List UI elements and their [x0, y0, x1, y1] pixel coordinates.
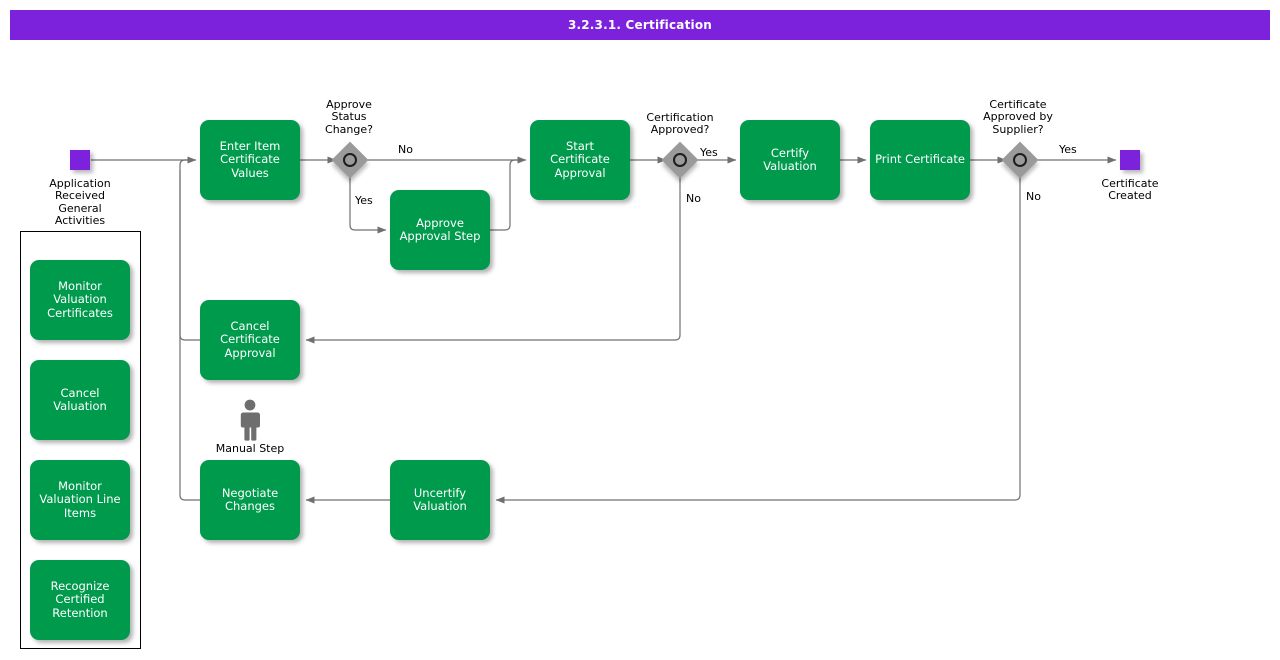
person-icon	[240, 399, 260, 441]
manual-step-marker	[236, 398, 264, 446]
task-monitor-valuation-line-items[interactable]: Monitor Valuation Line Items	[30, 460, 130, 540]
task-label: Negotiate Changes	[221, 485, 279, 513]
gateway-event-ring-icon	[343, 153, 357, 167]
gateway-event-ring-icon	[1013, 153, 1027, 167]
gateway-approve-status-change-label: Approve Status Change?	[325, 98, 373, 136]
task-label: Certify Valuation	[763, 145, 817, 173]
start-event-square[interactable]	[70, 150, 90, 170]
task-label: Recognize Certified Retention	[50, 578, 110, 620]
task-recognize-certified-retention[interactable]: Recognize Certified Retention	[30, 560, 130, 640]
task-label: Uncertify Valuation	[413, 485, 467, 513]
page-title: 3.2.3.1. Certification	[567, 18, 713, 32]
start-event-label: Application Received General Activities	[49, 177, 111, 227]
task-certify-valuation[interactable]: Certify Valuation	[740, 120, 840, 200]
task-label: Cancel Valuation	[53, 385, 107, 413]
task-label: Monitor Valuation Certificates	[47, 278, 113, 320]
task-enter-item-certificate-values[interactable]: Enter Item Certificate Values	[200, 120, 300, 200]
task-label: Enter Item Certificate Values	[219, 138, 281, 180]
flow-label-supplier-yes: Yes	[1059, 143, 1077, 156]
task-print-certificate[interactable]: Print Certificate	[870, 120, 970, 200]
task-uncertify-valuation[interactable]: Uncertify Valuation	[390, 460, 490, 540]
edge-approve-step-rejoin	[490, 159, 524, 231]
end-event-label: Certificate Created	[1101, 177, 1159, 203]
flow-label-approve-status-no: No	[398, 143, 413, 156]
edge-gateway3-no	[495, 174, 1021, 504]
task-cancel-valuation[interactable]: Cancel Valuation	[30, 360, 130, 440]
gateway-certification-approved-label: Certification Approved?	[646, 111, 714, 137]
task-label: Cancel Certificate Approval	[220, 318, 280, 360]
flow-label-supplier-no: No	[1026, 190, 1041, 203]
task-label: Print Certificate	[875, 152, 965, 167]
task-approve-approval-step[interactable]: Approve Approval Step	[390, 190, 490, 270]
flow-label-approve-status-yes: Yes	[355, 194, 373, 207]
title-bar: 3.2.3.1. Certification	[10, 10, 1270, 40]
task-negotiate-changes[interactable]: Negotiate Changes	[200, 460, 300, 540]
flow-label-certification-no: No	[686, 192, 701, 205]
task-start-certificate-approval[interactable]: Start Certificate Approval	[530, 120, 630, 200]
task-label: Start Certificate Approval	[550, 138, 610, 180]
flow-label-certification-yes: Yes	[700, 146, 718, 159]
manual-step-label: Manual Step	[215, 442, 285, 455]
task-cancel-certificate-approval[interactable]: Cancel Certificate Approval	[200, 300, 300, 380]
end-event-square[interactable]	[1120, 150, 1140, 170]
gateway-certificate-approved-by-supplier-label: Certificate Approved by Supplier?	[983, 98, 1053, 136]
gateway-event-ring-icon	[673, 153, 687, 167]
task-monitor-valuation-certificates[interactable]: Monitor Valuation Certificates	[30, 260, 130, 340]
edge-cancel-rejoin	[179, 159, 200, 341]
task-label: Monitor Valuation Line Items	[39, 478, 121, 520]
task-label: Approve Approval Step	[399, 215, 481, 243]
